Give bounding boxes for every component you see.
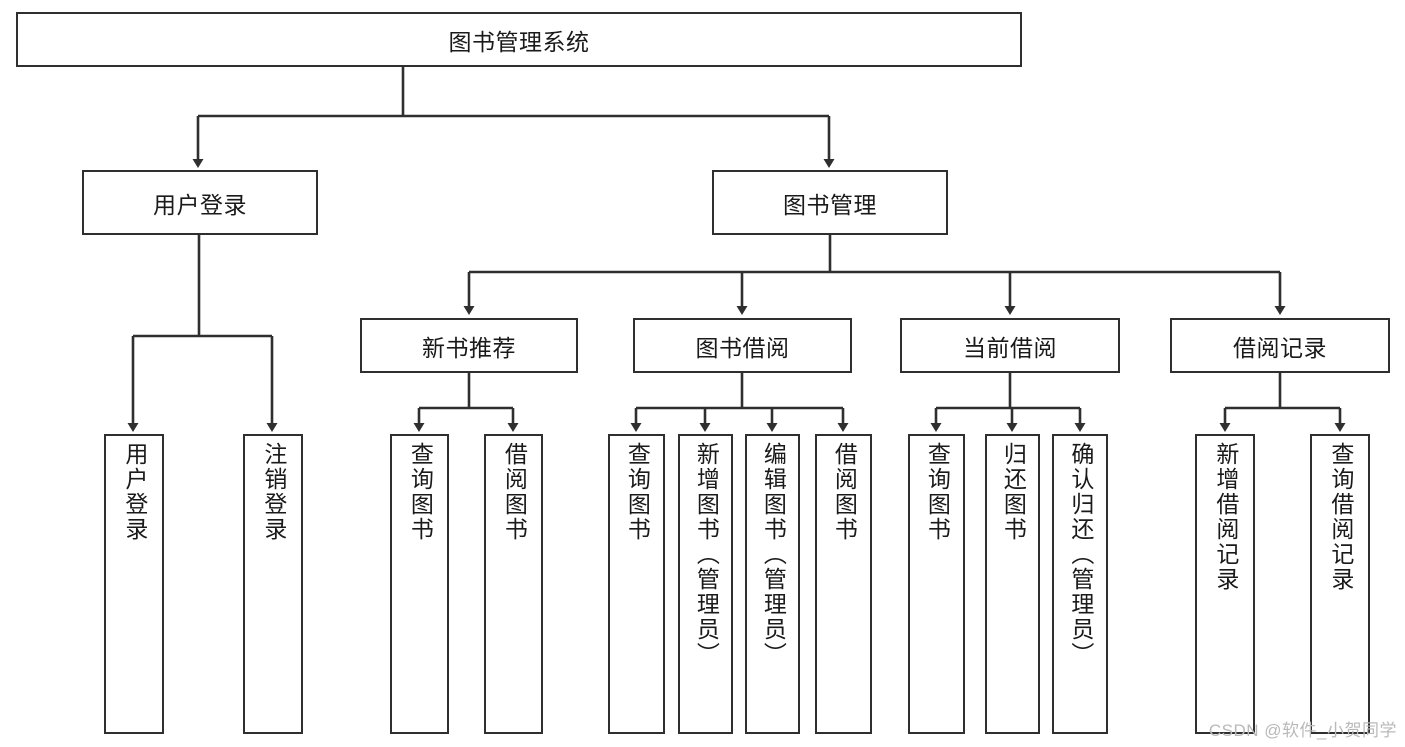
leaf-current-borrow-confirm[interactable]: 确认归还（管理员） — [1052, 434, 1108, 734]
leaf-label: 查询图书 — [924, 442, 951, 542]
leaf-label: 查询图书 — [407, 442, 434, 542]
leaf-new-book-query[interactable]: 查询图书 — [390, 434, 449, 734]
leaf-current-borrow-return[interactable]: 归还图书 — [985, 434, 1040, 734]
leaf-label: 编辑图书（管理员） — [760, 442, 787, 667]
node-book-borrow[interactable]: 图书借阅 — [633, 318, 852, 373]
leaf-label: 归还图书 — [1000, 442, 1027, 542]
node-root[interactable]: 图书管理系统 — [16, 12, 1022, 67]
leaf-book-borrow-edit[interactable]: 编辑图书（管理员） — [745, 434, 800, 734]
leaf-label: 新增借阅记录 — [1212, 442, 1239, 592]
node-new-book-recommend-label: 新书推荐 — [422, 334, 516, 361]
node-borrow-record[interactable]: 借阅记录 — [1170, 318, 1390, 373]
node-user-login-label: 用户登录 — [153, 191, 247, 218]
node-user-login[interactable]: 用户登录 — [82, 170, 318, 235]
node-root-label: 图书管理系统 — [448, 28, 590, 55]
leaf-label: 注销登录 — [260, 442, 287, 542]
leaf-borrow-record-query[interactable]: 查询借阅记录 — [1310, 434, 1370, 734]
leaf-book-borrow-borrow[interactable]: 借阅图书 — [815, 434, 872, 734]
node-book-borrow-label: 图书借阅 — [695, 334, 790, 361]
node-new-book-recommend[interactable]: 新书推荐 — [360, 318, 578, 373]
leaf-book-borrow-add[interactable]: 新增图书（管理员） — [678, 434, 733, 734]
leaf-label: 新增图书（管理员） — [693, 442, 720, 667]
leaf-borrow-record-add[interactable]: 新增借阅记录 — [1195, 434, 1255, 734]
node-book-management-label: 图书管理 — [783, 191, 877, 218]
node-book-management[interactable]: 图书管理 — [712, 170, 948, 235]
leaf-user-login-signout[interactable]: 注销登录 — [243, 434, 303, 734]
watermark: CSDN @软件_小贺同学 — [1208, 721, 1397, 740]
leaf-label: 查询借阅记录 — [1327, 442, 1354, 592]
node-current-borrow-label: 当前借阅 — [963, 334, 1057, 361]
leaf-label: 查询图书 — [624, 442, 651, 542]
leaf-label: 用户登录 — [121, 442, 148, 542]
leaf-label: 确认归还（管理员） — [1067, 442, 1094, 667]
leaf-new-book-borrow[interactable]: 借阅图书 — [484, 434, 543, 734]
leaf-label: 借阅图书 — [831, 442, 858, 542]
leaf-book-borrow-query[interactable]: 查询图书 — [608, 434, 665, 734]
node-borrow-record-label: 借阅记录 — [1233, 334, 1327, 361]
leaf-user-login-signin[interactable]: 用户登录 — [104, 434, 164, 734]
node-current-borrow[interactable]: 当前借阅 — [900, 318, 1120, 373]
leaf-current-borrow-query[interactable]: 查询图书 — [908, 434, 965, 734]
leaf-label: 借阅图书 — [501, 442, 528, 542]
